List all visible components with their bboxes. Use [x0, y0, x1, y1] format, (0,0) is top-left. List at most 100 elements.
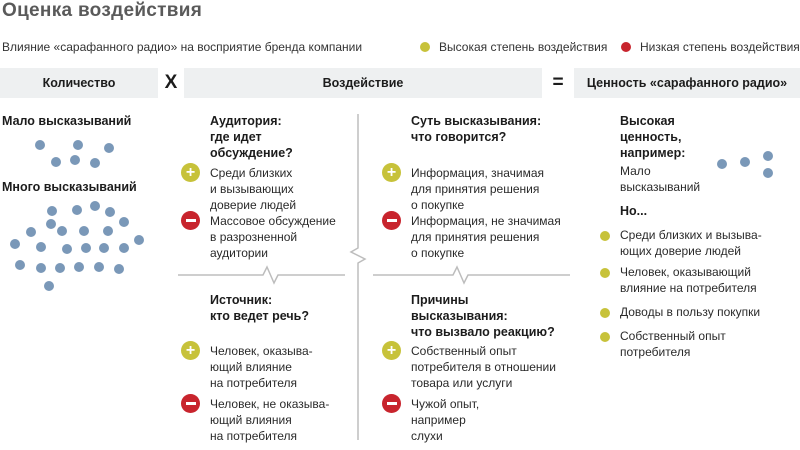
value-item-line: Доводы в пользу покупки [620, 305, 761, 319]
speaker-dot [104, 143, 114, 153]
reasons-heading-line: Причины [411, 293, 469, 307]
audience-plus-line: и вызывающих [210, 182, 294, 196]
speaker-dot [79, 226, 89, 236]
value-item-line: потребителя [620, 345, 691, 359]
reasons-minus-text: Чужой опыт, например слухи [411, 396, 479, 444]
essence-minus-line: о покупке [411, 246, 465, 260]
speaker-dot [55, 263, 65, 273]
source-heading: Источник: кто ведет речь? [210, 292, 309, 324]
speaker-dot [90, 201, 100, 211]
value-item-line: Собственный опыт [620, 329, 726, 343]
audience-heading: Аудитория: где идет обсуждение? [210, 113, 293, 161]
source-plus-line: Человек, оказыва- [210, 344, 313, 358]
value-item: Человек, оказывающий влияние на потребит… [620, 264, 757, 296]
audience-heading-line: Аудитория: [210, 114, 282, 128]
reasons-plus-text: Собственный опыт потребителя в отношении… [411, 343, 556, 391]
plus-circle-icon: + [181, 341, 200, 360]
speaker-dot [10, 239, 20, 249]
horizontal-divider-left [178, 265, 345, 285]
plus-circle-icon: + [382, 341, 401, 360]
audience-minus-line: в разрозненной [210, 230, 298, 244]
speaker-dot [70, 155, 80, 165]
value-heading-line: ценность, [620, 130, 682, 144]
source-minus-line: на потребителя [210, 429, 297, 443]
speaker-dot [72, 205, 82, 215]
essence-minus-text: Информация, не значимая для принятия реш… [411, 213, 561, 261]
speaker-dot [74, 262, 84, 272]
audience-plus-line: Среди близких [210, 166, 293, 180]
speaker-dot [81, 243, 91, 253]
impact-bar: Воздействие [184, 68, 542, 98]
speaker-dot [94, 262, 104, 272]
speaker-dot [62, 244, 72, 254]
value-heading-line: Высокая [620, 114, 675, 128]
speaker-dot [119, 217, 129, 227]
value-heading-line: например: [620, 146, 686, 160]
essence-heading-line: Суть высказывания: [411, 114, 542, 128]
equals-sign: = [552, 72, 564, 93]
plus-circle-icon: + [382, 163, 401, 182]
audience-plus-line: доверие людей [210, 198, 297, 212]
reasons-minus-line: например [411, 413, 466, 427]
high-impact-dot-icon [600, 332, 610, 342]
speaker-dot [90, 158, 100, 168]
high-impact-dot-icon [600, 308, 610, 318]
reasons-heading-line: высказывания: [411, 309, 508, 323]
essence-plus-line: о покупке [411, 198, 465, 212]
reasons-plus-line: товара или услуги [411, 376, 513, 390]
speaker-dot [763, 168, 773, 178]
speaker-dot [114, 264, 124, 274]
speaker-dot [717, 159, 727, 169]
speaker-dot [36, 263, 46, 273]
source-heading-line: кто ведет речь? [210, 309, 309, 323]
essence-minus-line: Информация, не значимая [411, 214, 561, 228]
audience-minus-line: аудитории [210, 246, 268, 260]
legend-high-label: Высокая степень воздействия [439, 40, 608, 54]
many-statements-label: Много высказываний [2, 180, 137, 194]
audience-heading-line: где идет [210, 130, 262, 144]
source-minus-line: Человек, не оказыва- [210, 397, 330, 411]
quantity-bar: Количество [0, 68, 158, 98]
minus-circle-icon [181, 394, 200, 413]
reasons-heading-line: что вызвало реакцию? [411, 325, 555, 339]
essence-plus-line: для принятия решения [411, 182, 540, 196]
source-minus-text: Человек, не оказыва- ющий влияния на пот… [210, 396, 329, 444]
minus-circle-icon [382, 394, 401, 413]
speaker-dot [47, 206, 57, 216]
speaker-dot [740, 157, 750, 167]
legend-high: Высокая степень воздействия [420, 40, 607, 54]
speaker-dot [35, 140, 45, 150]
speaker-dot [57, 226, 67, 236]
reasons-heading: Причины высказывания: что вызвало реакци… [411, 292, 555, 340]
speaker-dot [103, 226, 113, 236]
few-statements-label: Мало высказываний [2, 114, 132, 128]
legend-low-label: Низкая степень воздействия [640, 40, 800, 54]
essence-heading-line: что говорится? [411, 130, 507, 144]
high-impact-dot-icon [600, 231, 610, 241]
speaker-dot [763, 151, 773, 161]
speaker-dot [26, 227, 36, 237]
speaker-dot [99, 243, 109, 253]
value-few-statements: Мало высказываний [620, 163, 700, 195]
reasons-plus-line: потребителя в отношении [411, 360, 556, 374]
quadrant-dividers [178, 114, 570, 440]
speaker-dot [73, 140, 83, 150]
value-item-line: влияние на потребителя [620, 281, 757, 295]
speaker-dot [36, 242, 46, 252]
value-bar: Ценность «сарафанного радио» [574, 68, 800, 98]
page-title: Оценка воздействия [2, 0, 203, 21]
value-item-line: Среди близких и вызыва- [620, 228, 762, 242]
value-few-line: высказываний [620, 180, 701, 194]
high-impact-dot-icon [600, 268, 610, 278]
value-item: Собственный опыт потребителя [620, 328, 726, 360]
speaker-dot [46, 219, 56, 229]
speaker-dot [15, 260, 25, 270]
multiply-sign: X [164, 72, 178, 93]
speaker-dot [134, 235, 144, 245]
value-item: Среди близких и вызыва- ющих доверие люд… [620, 227, 762, 259]
reasons-minus-line: Чужой опыт, [411, 397, 480, 411]
legend-high-dot-icon [420, 42, 430, 52]
value-item-line: ющих доверие людей [620, 244, 742, 258]
minus-circle-icon [181, 211, 200, 230]
audience-plus-text: Среди близких и вызывающих доверие людей [210, 165, 296, 213]
